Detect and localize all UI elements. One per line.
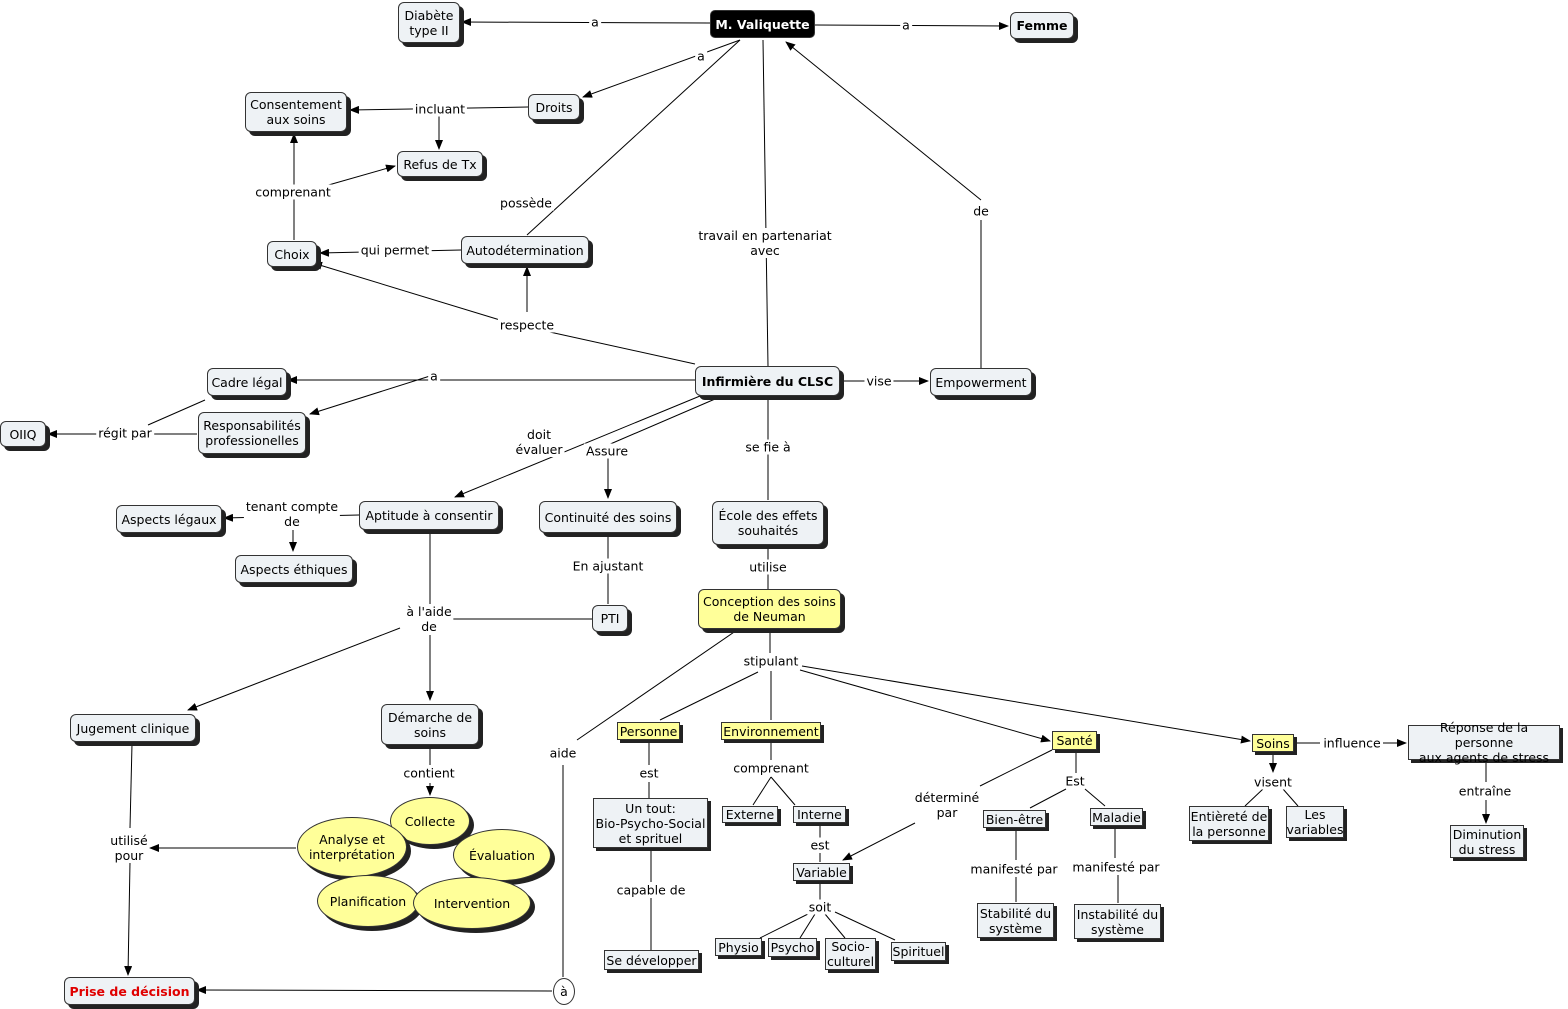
link-label-regit-par: régit par [96, 425, 154, 441]
node-ecole[interactable]: École des effets souhaités [712, 501, 824, 545]
node-sante[interactable]: Santé [1052, 731, 1097, 750]
link-label-incluant: incluant [412, 101, 468, 117]
node-soins[interactable]: Soins [1252, 734, 1294, 752]
link-label-a: a [428, 368, 440, 384]
link-label-comprenant: comprenant [731, 760, 811, 776]
node-infirmiere-clsc[interactable]: Infirmière du CLSC [695, 366, 840, 396]
node-continuite[interactable]: Continuité des soins [539, 501, 677, 533]
node-pti[interactable]: PTI [592, 605, 628, 632]
node-prise-decision[interactable]: Prise de décision [64, 977, 195, 1005]
link-label-en-ajustant: En ajustant [570, 558, 646, 574]
link-label-comprenant: comprenant [253, 184, 333, 200]
link-label-aide: aide [547, 745, 579, 761]
node-psycho[interactable]: Psycho [768, 938, 817, 957]
link-label-est: est [637, 765, 661, 781]
link-label-contient: contient [401, 765, 457, 781]
link-label-entraine: entraîne [1456, 783, 1514, 799]
link-label-est: Est [1063, 773, 1087, 789]
link-label-a-l-aide-de: à l'aide de [404, 604, 454, 634]
node-oiiq[interactable]: OIIQ [0, 421, 46, 447]
node-autodetermination[interactable]: Autodétermination [461, 236, 589, 264]
node-diminution-stress[interactable]: Diminution du stress [1450, 825, 1524, 858]
link-label-stipulant: stipulant [741, 653, 801, 669]
node-demarche-soins[interactable]: Démarche de soins [381, 704, 479, 745]
link-label-visent: visent [1252, 774, 1294, 790]
node-evaluation[interactable]: Évaluation [453, 829, 551, 881]
link-label-assure: Assure [583, 443, 631, 459]
link-label-manifeste-par: manifesté par [1070, 859, 1162, 875]
node-m-valiquette[interactable]: M. Valiquette [710, 10, 815, 38]
link-label-utilise: utilise [747, 559, 789, 575]
node-bien-etre[interactable]: Bien-être [983, 810, 1046, 828]
node-externe[interactable]: Externe [722, 806, 778, 823]
link-label-manifeste-par: manifesté par [968, 861, 1060, 877]
link-label-utilise-pour: utilisé pour [108, 833, 150, 863]
node-choix[interactable]: Choix [267, 241, 317, 267]
node-diabete[interactable]: Diabète type II [398, 2, 460, 43]
node-maladie[interactable]: Maladie [1090, 808, 1143, 826]
link-label-determine-par: déterminé par [912, 790, 982, 820]
link-label-est: est [808, 837, 832, 853]
node-intervention[interactable]: Intervention [413, 877, 531, 929]
node-reponse-stress[interactable]: Réponse de la personne aux agents de str… [1408, 720, 1560, 765]
node-aptitude[interactable]: Aptitude à consentir [359, 501, 499, 530]
node-un-tout[interactable]: Un tout: Bio-Psycho-Social et sprituel [593, 798, 708, 848]
link-label-travail-partenariat: travail en partenariat avec [696, 228, 834, 258]
node-refus[interactable]: Refus de Tx [397, 151, 483, 177]
node-aspects-legaux[interactable]: Aspects légaux [116, 505, 222, 533]
node-neuman[interactable]: Conception des soins de Neuman [698, 589, 841, 629]
link-label-respecte: respecte [497, 317, 557, 333]
node-cadre-legal[interactable]: Cadre légal [207, 368, 287, 396]
link-label-influence: influence [1321, 735, 1383, 751]
link-label-soit: soit [806, 899, 834, 915]
node-interne[interactable]: Interne [793, 806, 846, 823]
node-aspects-ethiques[interactable]: Aspects éthiques [235, 555, 353, 583]
node-instabilite[interactable]: Instabilité du système [1074, 904, 1161, 939]
node-collecte[interactable]: Collecte [390, 797, 470, 845]
link-label-possede: possède [498, 195, 554, 211]
link-label-qui-permet: qui permet [358, 242, 432, 258]
link-label-a: a [900, 17, 912, 33]
node-empowerment[interactable]: Empowerment [930, 368, 1032, 396]
link-label-tenant-compte: tenant compte de [243, 499, 341, 529]
node-planification[interactable]: Planification [317, 875, 419, 927]
link-label-vise: vise [864, 373, 894, 389]
node-droits[interactable]: Droits [528, 94, 580, 120]
node-socioculturel[interactable]: Socio- culturel [825, 938, 876, 970]
node-femme[interactable]: Femme [1010, 12, 1074, 39]
node-physio[interactable]: Physio [715, 938, 762, 956]
node-entierete[interactable]: Entièreté de la personne [1189, 806, 1269, 841]
node-les-variables[interactable]: Les variables [1286, 806, 1344, 838]
node-stabilite[interactable]: Stabilité du système [977, 903, 1054, 938]
link-label-se-fie-a: se fie à [743, 439, 793, 455]
link-label-a: a [695, 48, 707, 64]
link-label-a: a [589, 14, 601, 30]
link-label-de: de [971, 203, 991, 219]
node-se-developper[interactable]: Se développer [604, 950, 699, 970]
node-spirituel[interactable]: Spirituel [891, 942, 946, 961]
link-label-doit-evaluer: doit évaluer [513, 427, 565, 457]
node-variable[interactable]: Variable [793, 863, 850, 881]
link-label-capable-de: capable de [614, 882, 688, 898]
node-analyse[interactable]: Analyse et interprétation [297, 817, 407, 877]
node-consentement[interactable]: Consentement aux soins [245, 92, 347, 132]
node-jugement-clinique[interactable]: Jugement clinique [70, 714, 196, 742]
node-responsabilites[interactable]: Responsabilités professionelles [198, 412, 306, 454]
node-environnement[interactable]: Environnement [721, 722, 821, 740]
node-personne[interactable]: Personne [617, 722, 680, 740]
node-a-circle[interactable]: à [553, 978, 575, 1005]
